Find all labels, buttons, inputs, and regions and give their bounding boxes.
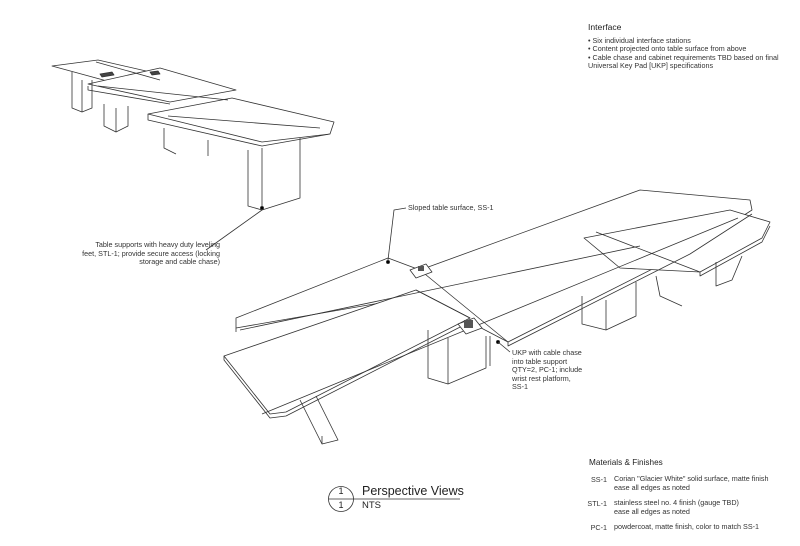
sloped-callout: Sloped table surface, SS-1 bbox=[408, 203, 494, 212]
callout-line: SS-1 bbox=[512, 382, 528, 392]
material-description: stainless steel no. 4 finish (gauge TBD)… bbox=[614, 498, 739, 516]
interface-item: Universal Key Pad [UKP] specifications bbox=[588, 61, 714, 71]
callout-line: wrist rest platform, bbox=[512, 373, 571, 383]
callout-line: QTY=2, PC-1; include bbox=[512, 365, 583, 375]
supports-leader bbox=[205, 209, 263, 251]
material-line: powdercoat, matte finish, color to match… bbox=[614, 522, 760, 531]
material-line: Corian "Glacier White" solid surface, ma… bbox=[614, 474, 769, 483]
view-number: 1 bbox=[338, 486, 344, 496]
ukp-leader bbox=[497, 341, 511, 353]
sloped-leader bbox=[387, 207, 407, 261]
view-scale: NTS bbox=[362, 500, 381, 511]
material-code: SS-1 bbox=[591, 475, 607, 484]
callout-line: UKP with cable chase bbox=[512, 348, 582, 357]
large-table-view bbox=[223, 189, 771, 445]
small-table-view bbox=[51, 59, 335, 211]
material-code: STL-1 bbox=[587, 499, 607, 508]
sheet-number: 1 bbox=[338, 500, 344, 510]
view-number-bubble bbox=[328, 486, 460, 512]
callout-line: storage and cable chase) bbox=[139, 257, 220, 267]
ukp-callout: UKP with cable chase into table support … bbox=[512, 348, 583, 392]
materials-title: Materials & Finishes bbox=[589, 458, 663, 467]
supports-callout: Table supports with heavy duty leveling … bbox=[70, 240, 220, 267]
material-description: Corian "Glacier White" solid surface, ma… bbox=[614, 474, 769, 492]
material-line: stainless steel no. 4 finish (gauge TBD) bbox=[614, 498, 739, 507]
view-title: Perspective Views bbox=[362, 484, 464, 498]
interface-list: • Six individual interface stations • Co… bbox=[588, 36, 779, 71]
interface-item: • Cable chase and cabinet requirements T… bbox=[588, 52, 779, 62]
material-line: ease all edges as noted bbox=[614, 482, 690, 492]
interface-item: • Content projected onto table surface f… bbox=[588, 44, 747, 54]
material-line: ease all edges as noted bbox=[614, 506, 690, 516]
callout-line: Table supports with heavy duty leveling bbox=[95, 240, 220, 249]
interface-item: • Six individual interface stations bbox=[588, 36, 691, 45]
material-code: PC-1 bbox=[590, 523, 607, 532]
callout-line: feet, STL-1; provide secure access (lock… bbox=[82, 248, 220, 258]
interface-title: Interface bbox=[588, 22, 622, 32]
callout-line: into table support bbox=[512, 356, 568, 366]
material-description: powdercoat, matte finish, color to match… bbox=[614, 522, 760, 532]
